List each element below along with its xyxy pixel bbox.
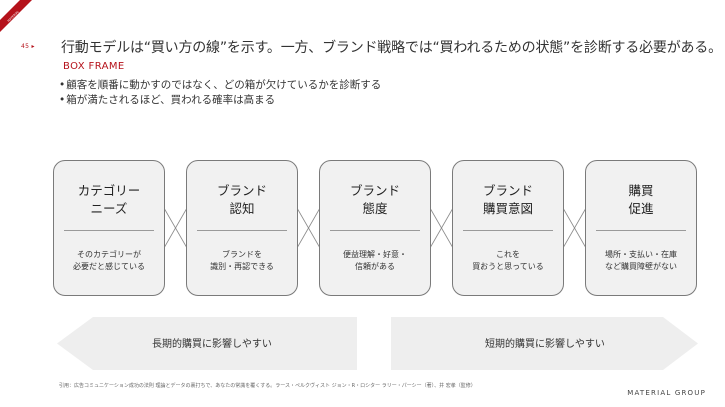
corner-ribbon: MATERIAL	[0, 0, 32, 32]
page-title: 行動モデルは“買い方の線”を示す。一方、ブランド戦略では“買われるための状態”を…	[61, 40, 722, 56]
right-arrow-label: 短期的購買に影響しやすい	[485, 339, 605, 350]
citation-footnote: 引用：広告コミュニケーション成功の法則 理論とデータの裏打ちで、あなたの常識を覆…	[59, 383, 476, 389]
box-brand-attitude: ブランド 態度 便益理解・好意・ 信頼がある	[319, 160, 431, 296]
box-description: そのカテゴリーが 必要だと感じている	[73, 250, 145, 271]
page-number: 45 ▸	[21, 43, 35, 50]
box-brand-awareness: ブランド 認知 ブランドを 識別・再認できる	[186, 160, 298, 296]
box-description: ブランドを 識別・再認できる	[210, 250, 274, 271]
box-title: 購買 促進	[628, 183, 654, 216]
box-title: ブランド 認知	[216, 183, 267, 216]
left-arrow-label: 長期的購買に影響しやすい	[152, 339, 272, 350]
box-description: 場所・支払い・在庫 など購買障壁がない	[605, 250, 677, 271]
box-divider	[197, 230, 287, 231]
brand-logo-text: MATERIAL GROUP	[627, 389, 706, 397]
left-arrow-shape	[57, 317, 357, 370]
box-title: カテゴリー ニーズ	[77, 183, 141, 216]
box-divider	[596, 230, 686, 231]
box-divider	[463, 230, 553, 231]
box-title: ブランド 態度	[349, 183, 400, 216]
box-category-needs: カテゴリー ニーズ そのカテゴリーが 必要だと感じている	[53, 160, 165, 296]
bullet-item: 箱が満たされるほど、買われる確率は高まる	[59, 93, 381, 108]
box-brand-purchase-intention: ブランド 購買意図 これを 買おうと思っている	[452, 160, 564, 296]
right-arrow-shape	[391, 317, 698, 370]
box-purchase-facilitation: 購買 促進 場所・支払い・在庫 など購買障壁がない	[585, 160, 697, 296]
box-description: 便益理解・好意・ 信頼がある	[343, 250, 407, 271]
page-number-arrow-icon: ▸	[29, 43, 35, 50]
box-description: これを 買おうと思っている	[472, 250, 544, 271]
page-number-value: 45	[21, 43, 30, 50]
box-divider	[64, 230, 154, 231]
box-title: ブランド 購買意図	[482, 183, 533, 216]
section-label: BOX FRAME	[63, 61, 125, 72]
bullet-list: 顧客を順番に動かすのではなく、どの箱が欠けているかを診断する 箱が満たされるほど…	[59, 78, 381, 108]
bullet-item: 顧客を順番に動かすのではなく、どの箱が欠けているかを診断する	[59, 78, 381, 93]
box-divider	[330, 230, 420, 231]
